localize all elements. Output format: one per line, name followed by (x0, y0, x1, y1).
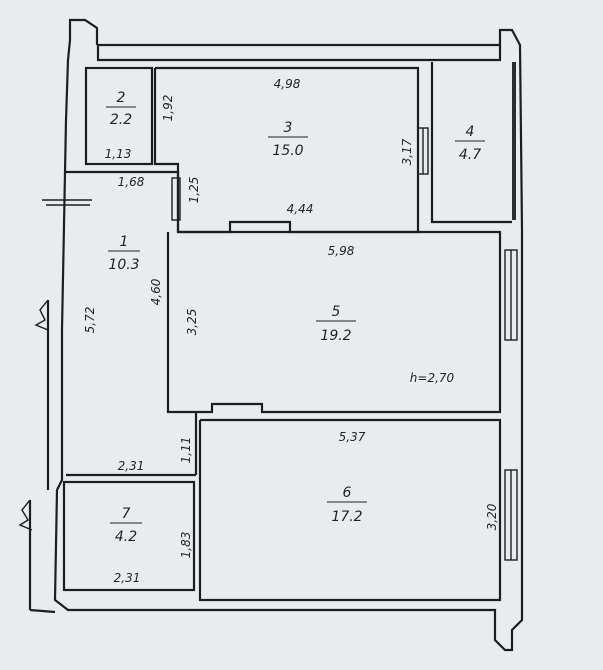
dim-2-31-bottom: 2,31 (114, 571, 141, 585)
room-number: 6 (343, 485, 352, 501)
dim-5-37: 5,37 (339, 430, 366, 444)
dim-1-83: 1,83 (179, 532, 193, 559)
room-area: 15.0 (272, 143, 303, 159)
ceiling-height: h=2,70 (410, 371, 455, 385)
room-area: 19.2 (320, 328, 351, 344)
dimension-labels: 4,98 1,13 1,68 4,44 5,98 5,37 2,31 2,31 … (105, 77, 455, 585)
room-number: 2 (117, 90, 126, 106)
room-area: 2.2 (110, 112, 132, 128)
room-number: 5 (332, 304, 341, 320)
room-6-label: 6 17.2 (327, 485, 367, 525)
dim-4-60: 4,60 (149, 278, 163, 305)
room-area: 4.2 (115, 529, 137, 545)
dim-3-25: 3,25 (185, 309, 199, 336)
room-1-label: 1 10.3 (108, 234, 140, 273)
room-5-label: 5 19.2 (316, 304, 356, 344)
windows (171, 62, 518, 561)
room-number: 4 (466, 124, 475, 140)
dim-1-25: 1,25 (187, 177, 201, 204)
dim-5-98: 5,98 (328, 244, 355, 258)
room-number: 1 (120, 234, 129, 250)
dim-4-98: 4,98 (274, 77, 301, 91)
room-4-label: 4 4.7 (455, 124, 485, 163)
dim-3-20: 3,20 (485, 503, 499, 530)
room-2-label: 2 2.2 (106, 90, 136, 128)
partitions (62, 62, 512, 602)
room-3-label: 3 15.0 (268, 120, 308, 159)
outer-walls (18, 18, 524, 652)
dim-1-68: 1,68 (118, 175, 145, 189)
dim-1-13: 1,13 (105, 147, 132, 161)
dim-1-11: 1,11 (179, 437, 193, 464)
room-7-label: 7 4.2 (110, 506, 142, 545)
dim-2-31-top: 2,31 (118, 459, 145, 473)
dim-4-44: 4,44 (287, 202, 314, 216)
room-area: 17.2 (331, 509, 362, 525)
room-number: 7 (122, 506, 131, 522)
dim-5-72: 5,72 (83, 307, 97, 334)
dim-1-92: 1,92 (161, 95, 175, 122)
dim-3-17: 3,17 (400, 138, 414, 165)
room-area: 4.7 (459, 147, 481, 163)
vertical-dimension-labels: 1,92 1,25 3,17 4,60 5,72 3,25 1,11 1,83 … (83, 95, 499, 559)
room-area: 10.3 (108, 257, 139, 273)
room-number: 3 (284, 120, 293, 136)
